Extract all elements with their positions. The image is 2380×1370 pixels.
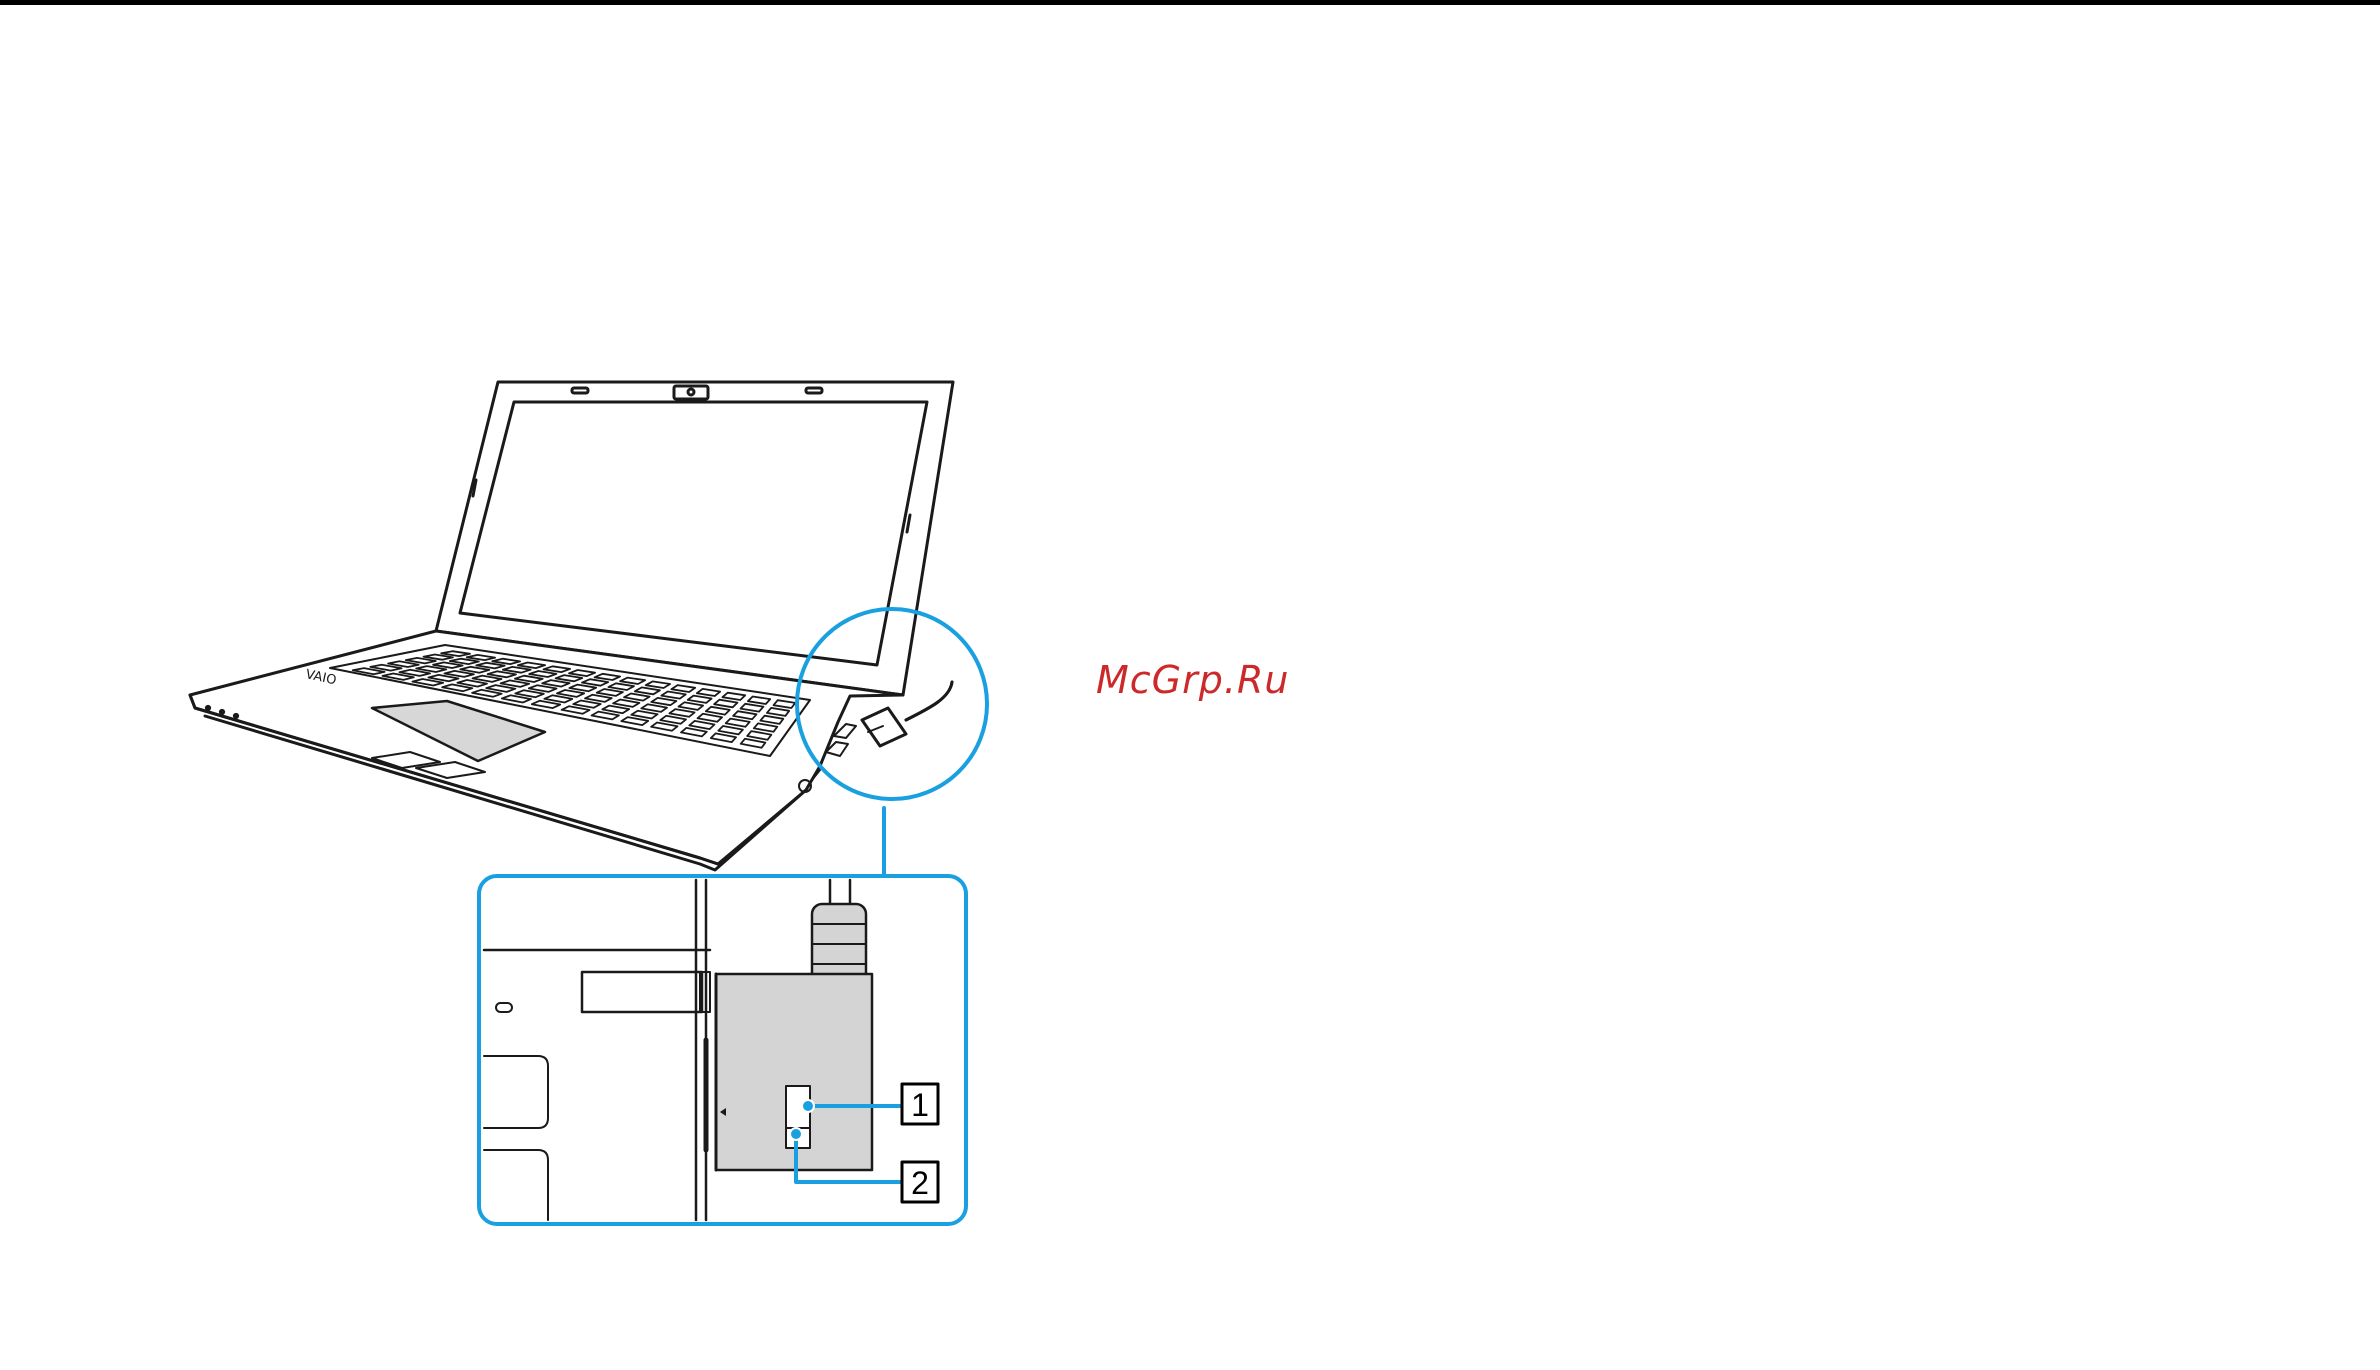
- watermark: McGrp.Ru: [1096, 658, 1289, 702]
- callout-1-label: 1: [911, 1087, 929, 1123]
- callout-2-label: 2: [911, 1165, 929, 1201]
